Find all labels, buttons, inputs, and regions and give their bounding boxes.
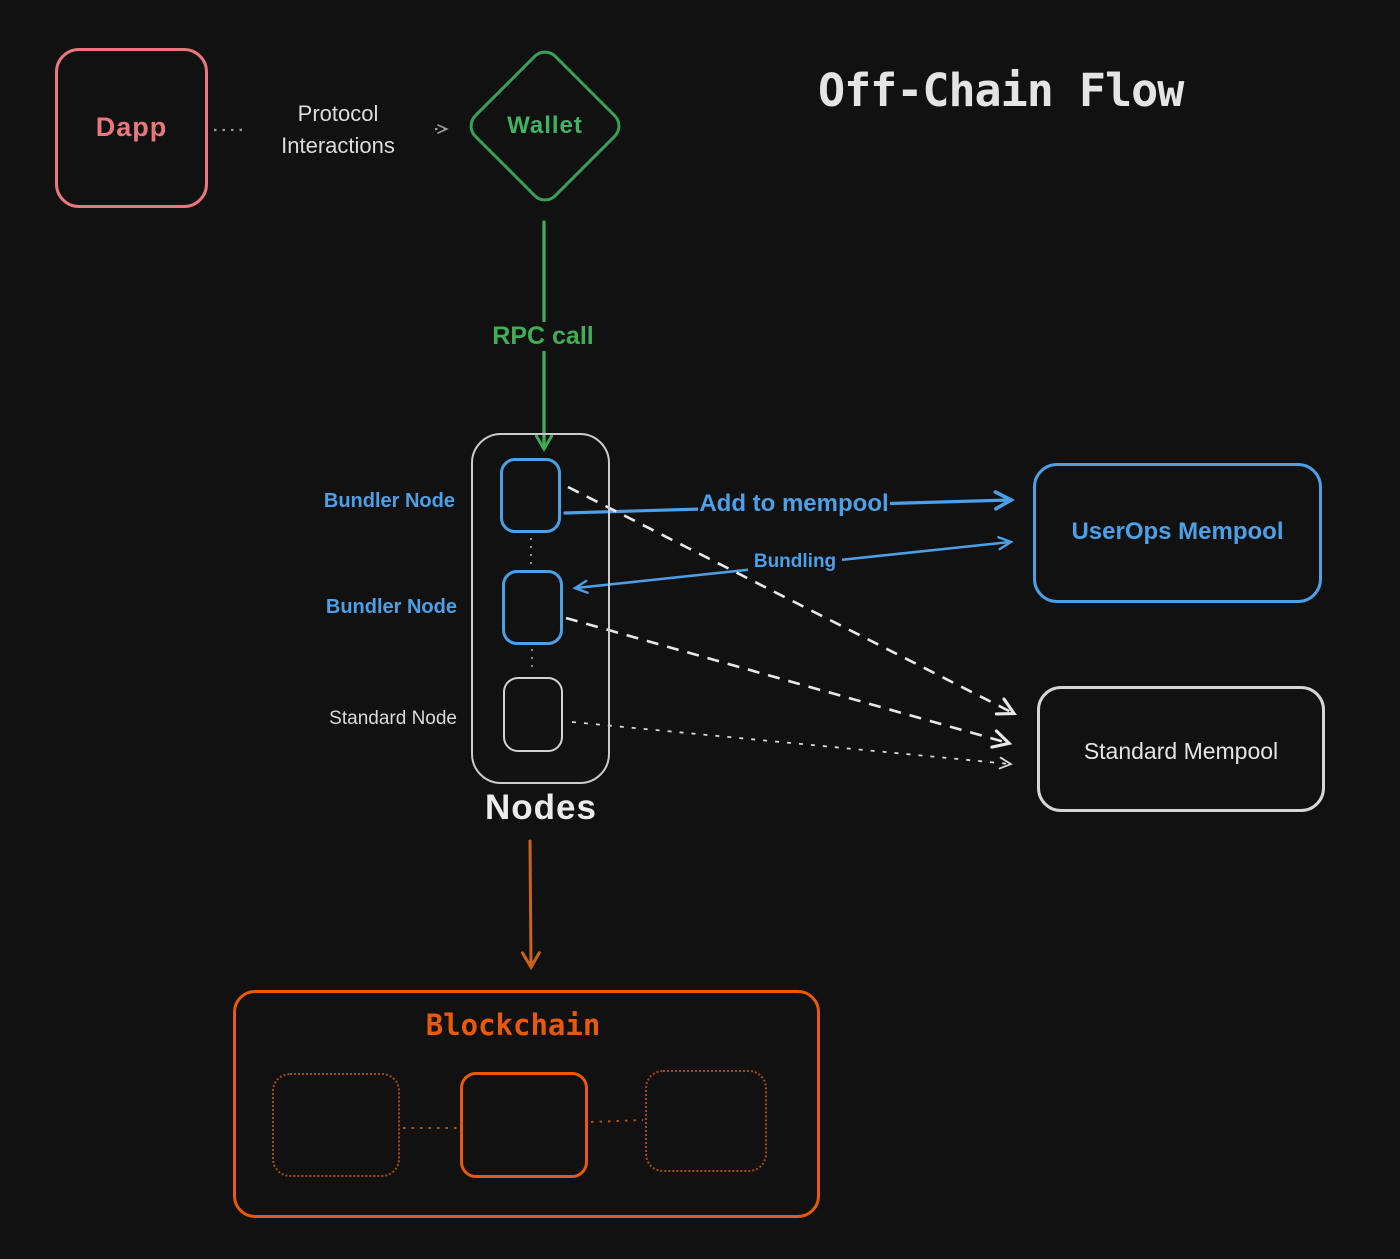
protocol-interactions-line1: Protocol [297, 101, 379, 126]
protocol-interactions-label: Protocol Interactions [243, 98, 433, 162]
standard-node-label: Standard Node [329, 708, 457, 729]
nodes-container-box [471, 433, 610, 784]
userops-mempool-label: UserOps Mempool [1071, 518, 1284, 545]
page-title: Off-Chain Flow [818, 64, 1184, 117]
nodes-to-blockchain-arrow [520, 839, 541, 971]
bundler1-to-standard-mempool-dashed [567, 485, 1018, 716]
block-ghost-left [272, 1073, 400, 1177]
wallet-label: Wallet [507, 112, 583, 139]
bundler2-to-standard-mempool-dashed [565, 616, 1013, 749]
bundler-node-2-label: Bundler Node [325, 596, 457, 618]
standard-node-box [503, 677, 563, 752]
rpc-call-label: RPC call [483, 322, 603, 351]
block-ghost-right [645, 1070, 767, 1172]
bundler-node-1-box [500, 458, 561, 533]
bundler-node-2-box [502, 570, 563, 645]
standard-mempool-box [1037, 686, 1325, 812]
block-current [460, 1072, 588, 1178]
protocol-interactions-line2: Interactions [281, 132, 395, 158]
bundler-node-1-label: Bundler Node [323, 490, 455, 512]
blockchain-title: Blockchain [425, 1008, 601, 1042]
userops-mempool-box [1033, 463, 1322, 603]
nodes-group-label: Nodes [485, 788, 597, 827]
block-link-right [590, 1119, 644, 1123]
add-to-mempool-label: Add to mempool [698, 490, 890, 518]
standard-mempool-label: Standard Mempool [1083, 738, 1279, 764]
dapp-box [55, 48, 208, 208]
dapp-label: Dapp [95, 112, 168, 142]
blockchain-box [233, 990, 820, 1218]
standardnode-to-standard-mempool-dotted [571, 721, 1013, 770]
bundling-label: Bundling [748, 551, 842, 573]
